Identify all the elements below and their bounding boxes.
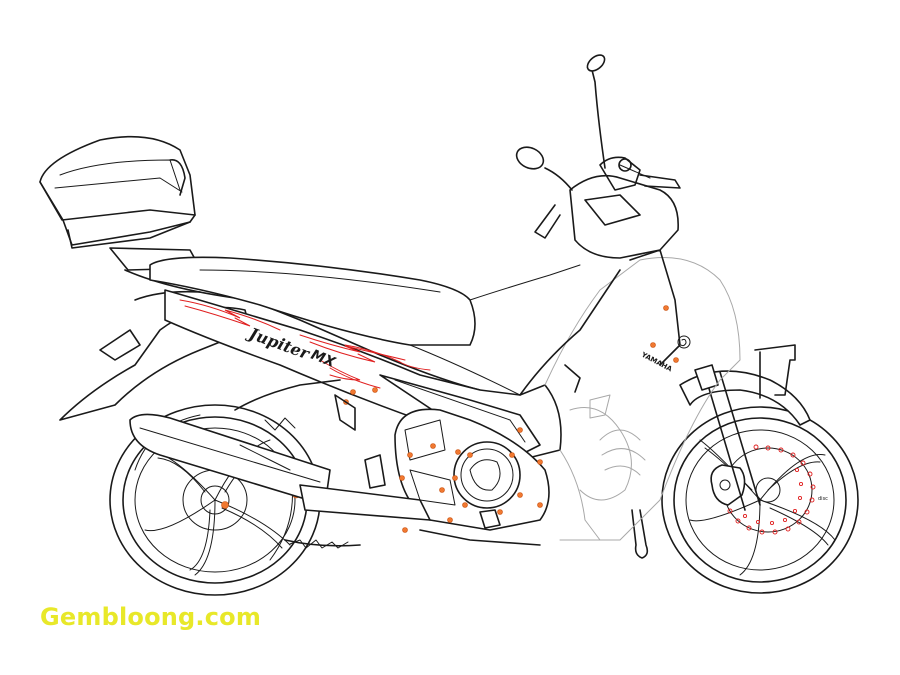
brand-label: YAMAHA bbox=[639, 350, 674, 374]
watermark-text: Gembloong.com bbox=[40, 603, 262, 631]
engine-bolts bbox=[335, 387, 543, 533]
handlebar-assembly bbox=[515, 54, 681, 259]
front-fork bbox=[631, 344, 811, 559]
front-wheel: disc bbox=[661, 406, 859, 594]
frame bbox=[334, 264, 621, 431]
engine bbox=[335, 387, 550, 546]
top-box bbox=[39, 135, 196, 249]
decal-flames bbox=[179, 299, 431, 389]
exhaust bbox=[129, 379, 431, 549]
hub-label: disc bbox=[818, 496, 828, 502]
